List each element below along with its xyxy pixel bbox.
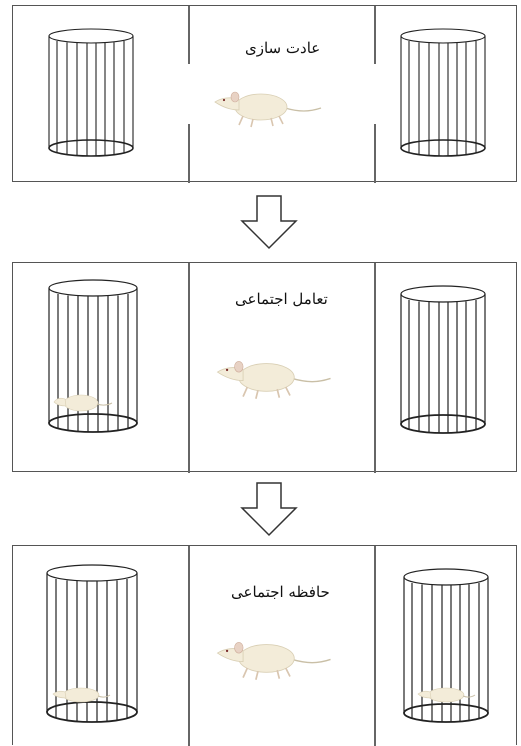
stage-label: عادت سازی — [245, 39, 321, 57]
mouse-icon — [216, 361, 331, 399]
stage-panel-habituation: عادت سازی — [12, 5, 517, 183]
caged-mouse-icon — [53, 394, 113, 412]
right-cage-icon — [403, 568, 489, 723]
down-arrow-icon — [240, 195, 298, 250]
panel-divider-right — [374, 546, 376, 746]
caged-mouse-icon — [417, 687, 476, 703]
left-cage-icon — [48, 28, 134, 157]
stage-panel-social-memory: حافظه اجتماعی — [12, 545, 517, 746]
stage-label: حافظه اجتماعی — [231, 583, 330, 601]
panel-divider-right-lower — [374, 124, 376, 183]
down-arrow-icon — [240, 482, 298, 537]
panel-divider-right — [374, 6, 376, 64]
panel-divider-left-lower — [188, 124, 190, 183]
panel-divider-left — [188, 263, 190, 473]
stage-label: تعامل اجتماعی — [235, 290, 328, 308]
caged-mouse-icon — [52, 687, 111, 703]
right-cage-icon — [400, 28, 486, 157]
mouse-icon — [216, 642, 331, 680]
mouse-icon — [214, 91, 322, 128]
panel-divider-left — [188, 6, 190, 64]
panel-divider-right — [374, 263, 376, 473]
stage-panel-social-interaction: تعامل اجتماعی — [12, 262, 517, 473]
right-cage-icon — [400, 285, 486, 434]
panel-divider-left — [188, 546, 190, 746]
